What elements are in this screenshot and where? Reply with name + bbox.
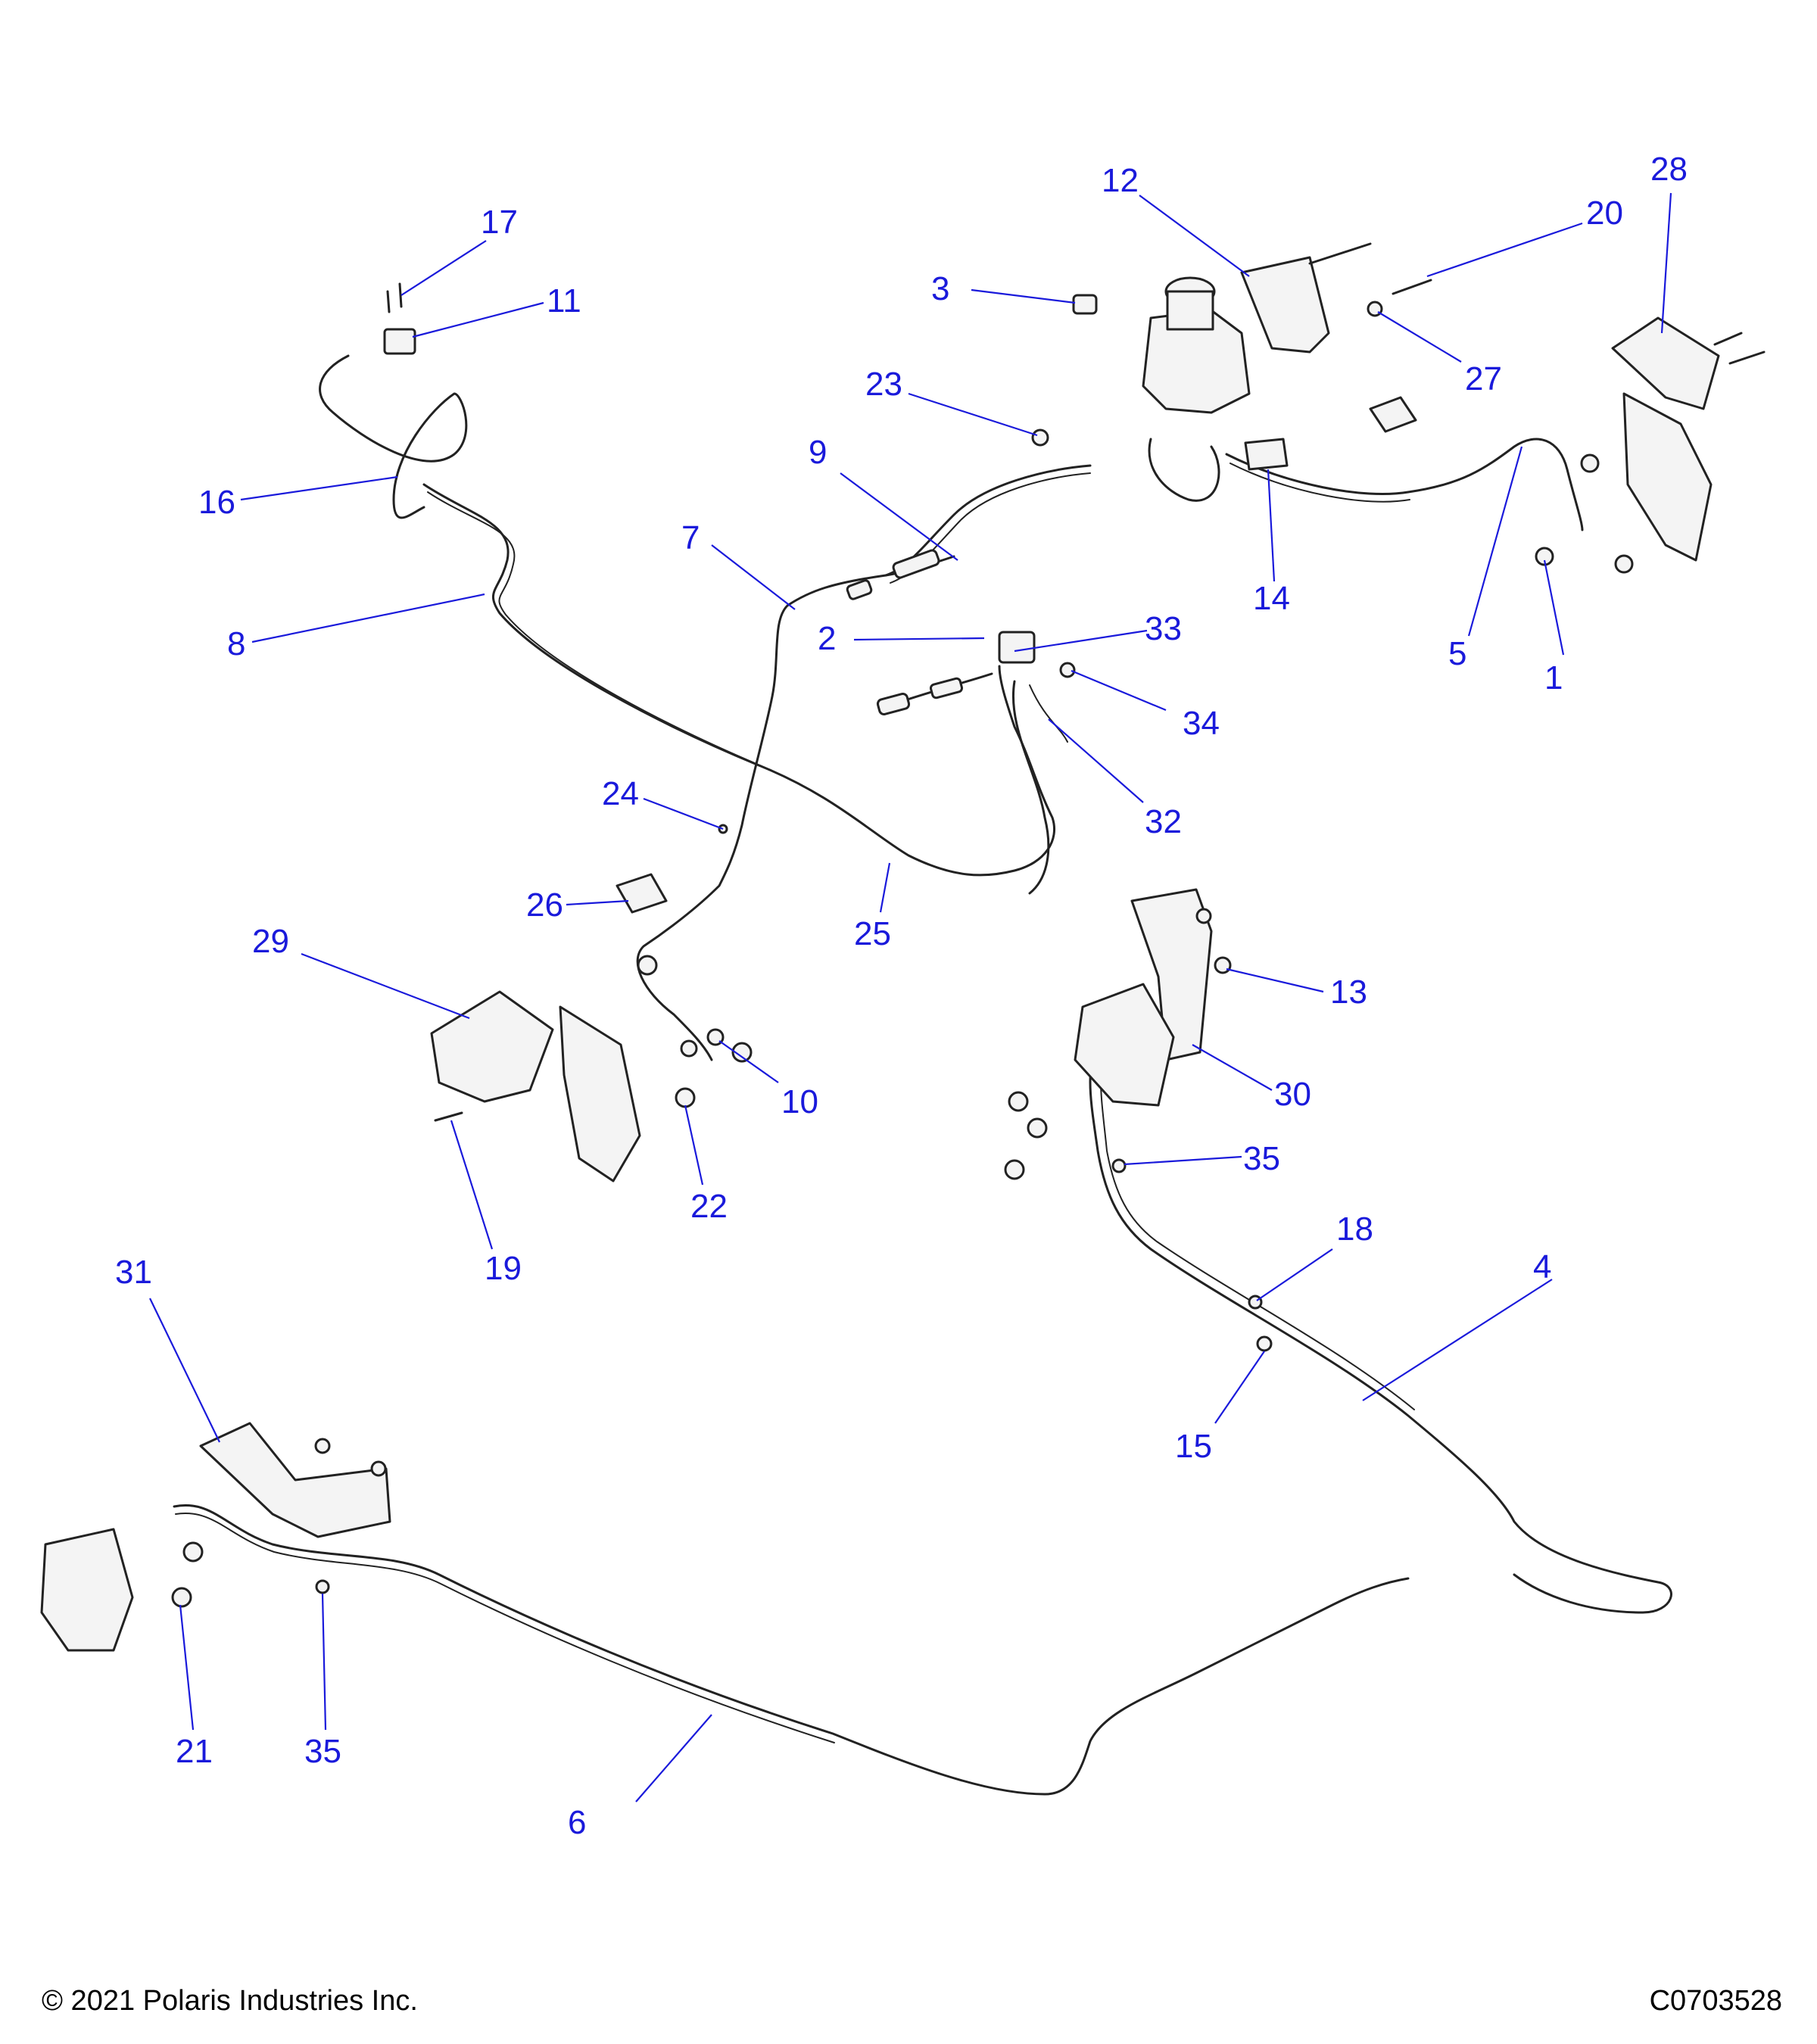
callout-5: 5 — [1448, 635, 1466, 672]
brake-line-6 — [173, 1504, 1410, 1796]
clip-26 — [616, 873, 668, 914]
switch-3 — [1072, 294, 1098, 315]
brake-hose-master — [1148, 438, 1220, 502]
callout-22: 22 — [690, 1188, 728, 1225]
clip-15 — [1256, 1335, 1273, 1352]
caliper-31 — [40, 1528, 134, 1652]
callout-20: 20 — [1586, 195, 1623, 232]
callout-9: 9 — [809, 434, 827, 471]
bolt-21 — [171, 1587, 192, 1608]
callout-24: 24 — [602, 775, 639, 812]
callout-2: 2 — [818, 620, 836, 657]
brake-line-14 — [1225, 438, 1584, 531]
brake-line-7 — [636, 464, 1092, 1061]
callout-17: 17 — [481, 204, 518, 241]
brake-hose-16 — [319, 354, 468, 519]
brake-line-32 — [1012, 680, 1050, 895]
callout-35a: 35 — [1243, 1140, 1280, 1177]
block-33 — [998, 631, 1036, 664]
brake-line-32b — [1029, 684, 1068, 743]
block-11 — [383, 328, 416, 355]
callout-18: 18 — [1336, 1211, 1373, 1248]
callout-14: 14 — [1253, 580, 1290, 617]
brake-line-8 — [422, 483, 1056, 877]
caliper-29 — [559, 1005, 641, 1182]
fitting-9-end — [846, 579, 873, 600]
callout-34: 34 — [1183, 705, 1220, 742]
callout-28: 28 — [1650, 151, 1688, 188]
bolt-13 — [1214, 956, 1232, 974]
caliper-right — [1622, 392, 1713, 562]
callout-33: 33 — [1145, 610, 1182, 647]
callout-32: 32 — [1145, 803, 1182, 840]
callout-25: 25 — [854, 915, 891, 952]
bolt-19 — [434, 1111, 463, 1122]
brake-line-14b — [1230, 463, 1410, 503]
callout-4: 4 — [1533, 1248, 1551, 1285]
callout-3: 3 — [931, 270, 949, 307]
figure-id: C0703528 — [1649, 1985, 1782, 2017]
callout-11: 11 — [547, 282, 581, 319]
nut-35a — [1111, 1158, 1127, 1173]
bolt-28b — [1728, 351, 1766, 365]
callout-7: 7 — [681, 519, 700, 556]
bolt-22 — [675, 1087, 696, 1108]
callout-13: 13 — [1330, 974, 1367, 1011]
parts — [40, 242, 1766, 1652]
bracket-12 — [1240, 256, 1330, 354]
screw-17a — [386, 290, 391, 313]
master-cylinder-12 — [1142, 309, 1251, 414]
washer-10 — [680, 1039, 698, 1058]
brake-line-6b — [175, 1512, 835, 1743]
leader-lines — [149, 192, 1672, 1803]
bolt-20a — [1308, 242, 1372, 265]
bolt-28a — [1713, 332, 1743, 346]
brake-line-4 — [1089, 1036, 1672, 1614]
nut-23 — [1031, 428, 1049, 447]
brake-line-8b — [427, 491, 762, 767]
callout-12: 12 — [1102, 162, 1139, 199]
callout-26: 26 — [526, 886, 563, 924]
copyright-notice: © 2021 Polaris Industries Inc. — [42, 1985, 418, 2017]
callout-10: 10 — [781, 1083, 818, 1120]
fitting-9-body — [892, 549, 940, 579]
clip-14 — [1244, 438, 1289, 471]
callout-35b: 35 — [304, 1733, 341, 1770]
guard-30 — [1130, 888, 1213, 1061]
bolt-20b — [1392, 279, 1432, 295]
callout-30: 30 — [1274, 1076, 1311, 1113]
nut-35b — [315, 1579, 330, 1594]
callout-29: 29 — [252, 923, 289, 960]
callout-19: 19 — [485, 1250, 522, 1287]
screw-17b — [398, 282, 403, 308]
callout-6: 6 — [568, 1804, 586, 1841]
clip-top — [1369, 396, 1417, 433]
callout-16: 16 — [198, 484, 235, 521]
callout-21: 21 — [176, 1733, 213, 1770]
callout-8: 8 — [227, 625, 245, 662]
bolt-34 — [1059, 662, 1076, 678]
callout-labels: 1 2 3 4 5 6 7 8 9 10 11 12 13 14 15 16 1… — [115, 151, 1688, 1841]
callout-23: 23 — [865, 366, 902, 403]
callout-15: 15 — [1175, 1428, 1212, 1465]
guard-31 — [199, 1422, 391, 1538]
guard-29 — [430, 990, 554, 1103]
callout-31: 31 — [115, 1254, 152, 1291]
callout-27: 27 — [1465, 360, 1502, 397]
bolt-1 — [1535, 547, 1554, 566]
caliper-30 — [1074, 983, 1175, 1107]
brake-line-4b — [1100, 1036, 1415, 1410]
guard-28 — [1611, 316, 1720, 410]
callout-1: 1 — [1544, 659, 1563, 696]
brake-lines — [173, 354, 1672, 1796]
